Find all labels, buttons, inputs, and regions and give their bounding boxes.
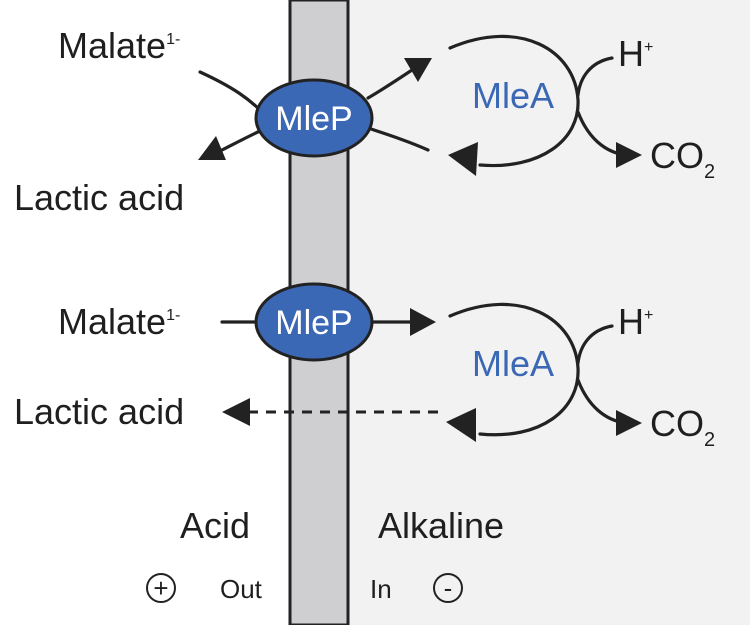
bottom-proton-label: H+	[618, 301, 653, 342]
in-charge-sign: -	[444, 573, 453, 603]
top-mlea-label: MleA	[472, 75, 554, 116]
top-malate-uptake-line	[198, 70, 264, 114]
bottom-mlea-label: MleA	[472, 343, 554, 384]
outside-acid-label: Acid	[180, 505, 250, 546]
top-malate-arrowhead	[404, 58, 432, 82]
bottom-proton-line	[576, 324, 614, 365]
bottom-lactic-label: Lactic acid	[14, 391, 184, 432]
positive-charge-icon	[146, 573, 176, 603]
bottom-mlea-cycle	[448, 302, 580, 437]
top-co2-label: CO2	[650, 135, 715, 183]
top-lactic-efflux-line	[220, 128, 264, 152]
out-label: Out	[220, 574, 263, 604]
in-label: In	[370, 574, 392, 604]
out-charge-sign: +	[153, 573, 168, 603]
top-lactic-arrowhead	[198, 136, 226, 160]
top-proton-label: H+	[618, 33, 653, 74]
bottom-co2-label: CO2	[650, 403, 715, 451]
bottom-cycle-arrowhead	[446, 408, 476, 442]
bottom-malate-label: Malate1-	[58, 301, 180, 342]
top-cycle-arrowhead	[448, 142, 478, 176]
top-mlep-transporter	[254, 78, 374, 158]
top-proton-line	[576, 56, 614, 97]
bottom-co2-arrowhead	[616, 410, 642, 436]
top-lactic-from-mlea-line	[366, 126, 430, 152]
negative-charge-icon	[433, 573, 463, 603]
inside-alkaline-label: Alkaline	[378, 505, 504, 546]
top-malate-to-mlea-line	[366, 68, 414, 100]
top-lactic-label: Lactic acid	[14, 177, 184, 218]
top-mlep-label: MleP	[275, 100, 352, 138]
top-co2-arrowhead	[616, 142, 642, 168]
bottom-mlep-label: MleP	[275, 304, 352, 342]
bottom-lactic-arrowhead	[222, 398, 250, 426]
bottom-mlep-transporter	[254, 282, 374, 362]
bottom-malate-arrowhead	[410, 308, 436, 336]
top-mlea-cycle	[448, 34, 580, 168]
top-malate-label: Malate1-	[58, 25, 180, 66]
